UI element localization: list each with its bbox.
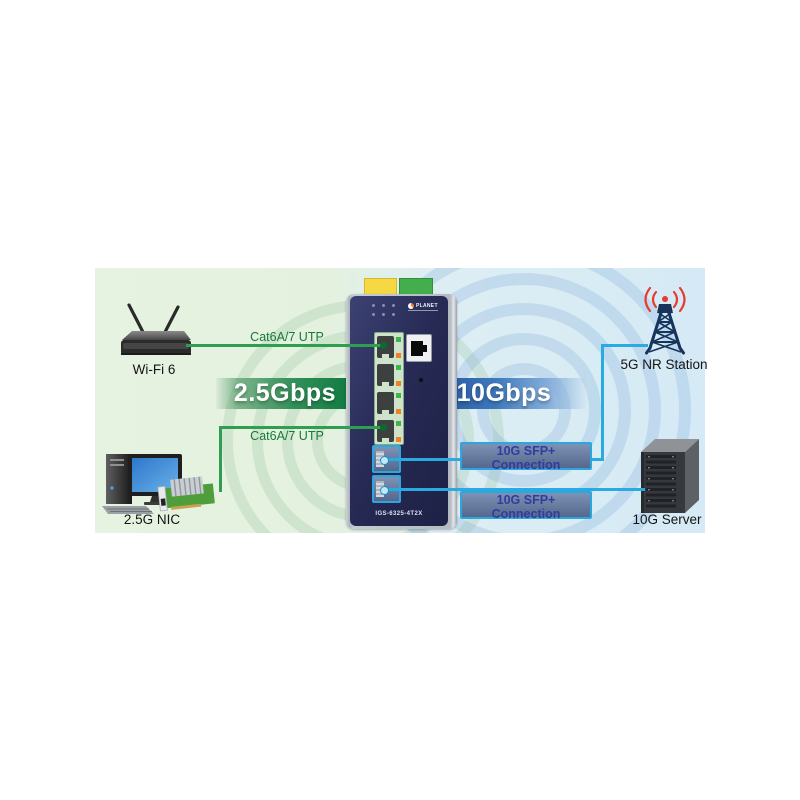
sfp-line-bottom (383, 488, 645, 491)
console-port (406, 334, 432, 362)
activity-led (396, 381, 401, 386)
server-label: 10G Server (632, 512, 702, 527)
utp-line-top-endpoint (380, 341, 387, 349)
switch-din-clip-green (399, 278, 433, 297)
switch-front-panel: PLANET (350, 296, 448, 526)
rj45-jack (377, 420, 394, 442)
utp-line-bottom-horizontal (219, 426, 385, 429)
rj45-port-3 (377, 391, 401, 416)
wifi6-router-illustration (121, 303, 191, 355)
wifi6-label: Wi-Fi 6 (132, 362, 176, 377)
utp-line-top (186, 344, 384, 347)
activity-led (396, 437, 401, 442)
utp-line-bottom-endpoint (380, 423, 387, 431)
speed-banner-2-5g: 2.5Gbps (216, 378, 354, 409)
rj45-jack (377, 364, 394, 386)
status-led (392, 313, 395, 316)
tower-label: 5G NR Station (620, 357, 708, 372)
sfp-label-top: 10G SFP+ Connection (460, 442, 592, 472)
planet-logo: PLANET (408, 303, 438, 311)
utp-line-bottom-vertical (219, 426, 222, 492)
console-jack (411, 341, 427, 356)
link-led (396, 421, 401, 426)
link-led (396, 393, 401, 398)
status-led (382, 313, 385, 316)
sfp-line-top-to-tower (601, 344, 648, 347)
sfp-line-top-vertical (601, 344, 604, 461)
speed-banner-2-5g-label: 2.5Gbps (233, 379, 337, 407)
rj45-port-2 (377, 363, 401, 388)
link-led (396, 337, 401, 342)
utp-label-top: Cat6A/7 UTP (250, 330, 324, 344)
rj45-port-4 (377, 419, 401, 444)
switch-din-clip-yellow (364, 278, 397, 297)
5g-nr-station-illustration (644, 286, 686, 355)
utp-label-bottom: Cat6A/7 UTP (250, 429, 324, 443)
sfp-line-top-endpoint (380, 455, 389, 465)
reset-button (419, 378, 423, 382)
switch-model-label: IGS-6325-4T2X (375, 511, 423, 517)
10g-server-illustration (641, 439, 699, 513)
status-led (372, 304, 375, 307)
nic-label: 2.5G NIC (123, 512, 181, 527)
status-led (392, 304, 395, 307)
status-led (372, 313, 375, 316)
activity-led (396, 409, 401, 414)
link-led (396, 365, 401, 370)
planet-globe-icon (408, 303, 414, 309)
status-led (382, 304, 385, 307)
sfp-label-bottom: 10G SFP+ Connection (460, 491, 592, 521)
speed-banner-10g-label: 10Gbps (456, 379, 552, 407)
planet-brand-text: PLANET (416, 303, 438, 309)
rj45-jack (377, 392, 394, 414)
speed-banner-10g: 10Gbps (446, 378, 588, 409)
pc-with-nic-illustration (102, 454, 215, 514)
industrial-switch: PLANET (346, 294, 457, 529)
sfp-line-bottom-endpoint (380, 485, 389, 495)
activity-led (396, 353, 401, 358)
